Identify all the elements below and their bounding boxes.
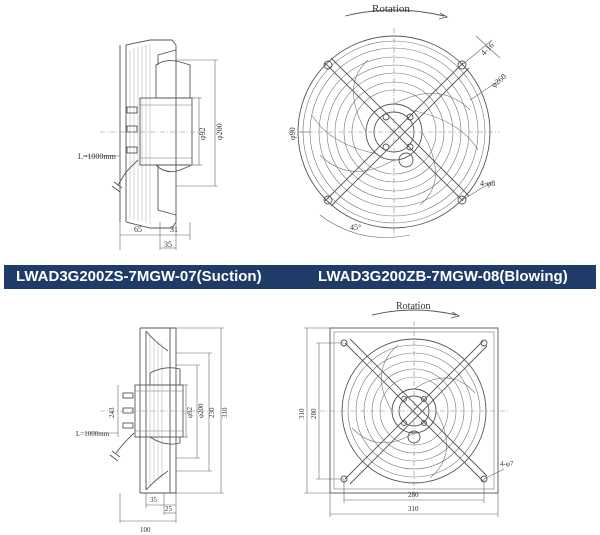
top-drawing: L=1000mm φ92 φ200 65 31 35: [78, 3, 509, 250]
top-dim-35: 35: [164, 240, 172, 249]
top-cable-label: L=1000mm: [78, 152, 117, 161]
bottom-dim-100: 100: [140, 526, 151, 534]
bottom-side-280: 280: [310, 408, 318, 419]
top-rotation-label: Rotation: [372, 3, 410, 15]
bottom-dim-310: 310: [221, 407, 229, 418]
top-angle-45: 45°: [350, 223, 361, 232]
front-view-top: [288, 9, 501, 238]
bottom-drawing: L=1000mm 243 φ92 φ200 230 310 35 25 100: [76, 301, 514, 534]
model-title-suction: LWAD3G200ZS-7MGW-07(Suction): [16, 268, 262, 285]
bottom-dim-230: 230: [208, 407, 216, 418]
top-phi-260: φ260: [490, 72, 509, 90]
bottom-rotation-label: Rotation: [396, 301, 430, 312]
front-view-bottom: [304, 309, 508, 517]
top-phi-4-8: 4-φ8: [480, 179, 495, 188]
top-dim-31: 31: [170, 225, 178, 234]
top-dim-d200: φ200: [215, 123, 224, 140]
bottom-dim-d200: φ200: [197, 403, 205, 418]
top-phi-4-16: 4-16: [479, 41, 496, 58]
top-drawing-panel: L=1000mm φ92 φ200 65 31 35: [0, 0, 600, 262]
top-dim-65: 65: [134, 225, 142, 234]
bottom-base-310: 310: [408, 505, 419, 513]
bottom-side-310: 310: [298, 408, 306, 419]
model-title-band: LWAD3G200ZS-7MGW-07(Suction) LWAD3G200ZB…: [4, 265, 596, 289]
bottom-dim-35: 35: [150, 496, 158, 504]
side-view-bottom: [84, 327, 224, 523]
bottom-phi-4-7: 4-φ7: [500, 460, 514, 468]
bottom-cable-label: L=1000mm: [76, 430, 110, 438]
bottom-dim-243: 243: [108, 407, 116, 418]
model-title-blowing: LWAD3G200ZB-7MGW-08(Blowing): [318, 268, 568, 285]
side-view-top: [86, 39, 218, 250]
bottom-drawing-panel: L=1000mm 243 φ92 φ200 230 310 35 25 100: [0, 293, 600, 535]
bottom-dim-d92: φ92: [186, 406, 194, 418]
bottom-base-280: 280: [408, 491, 419, 499]
top-phi-90: φ90: [288, 127, 297, 140]
top-dim-d92: φ92: [198, 127, 207, 140]
bottom-dim-25: 25: [165, 505, 173, 513]
